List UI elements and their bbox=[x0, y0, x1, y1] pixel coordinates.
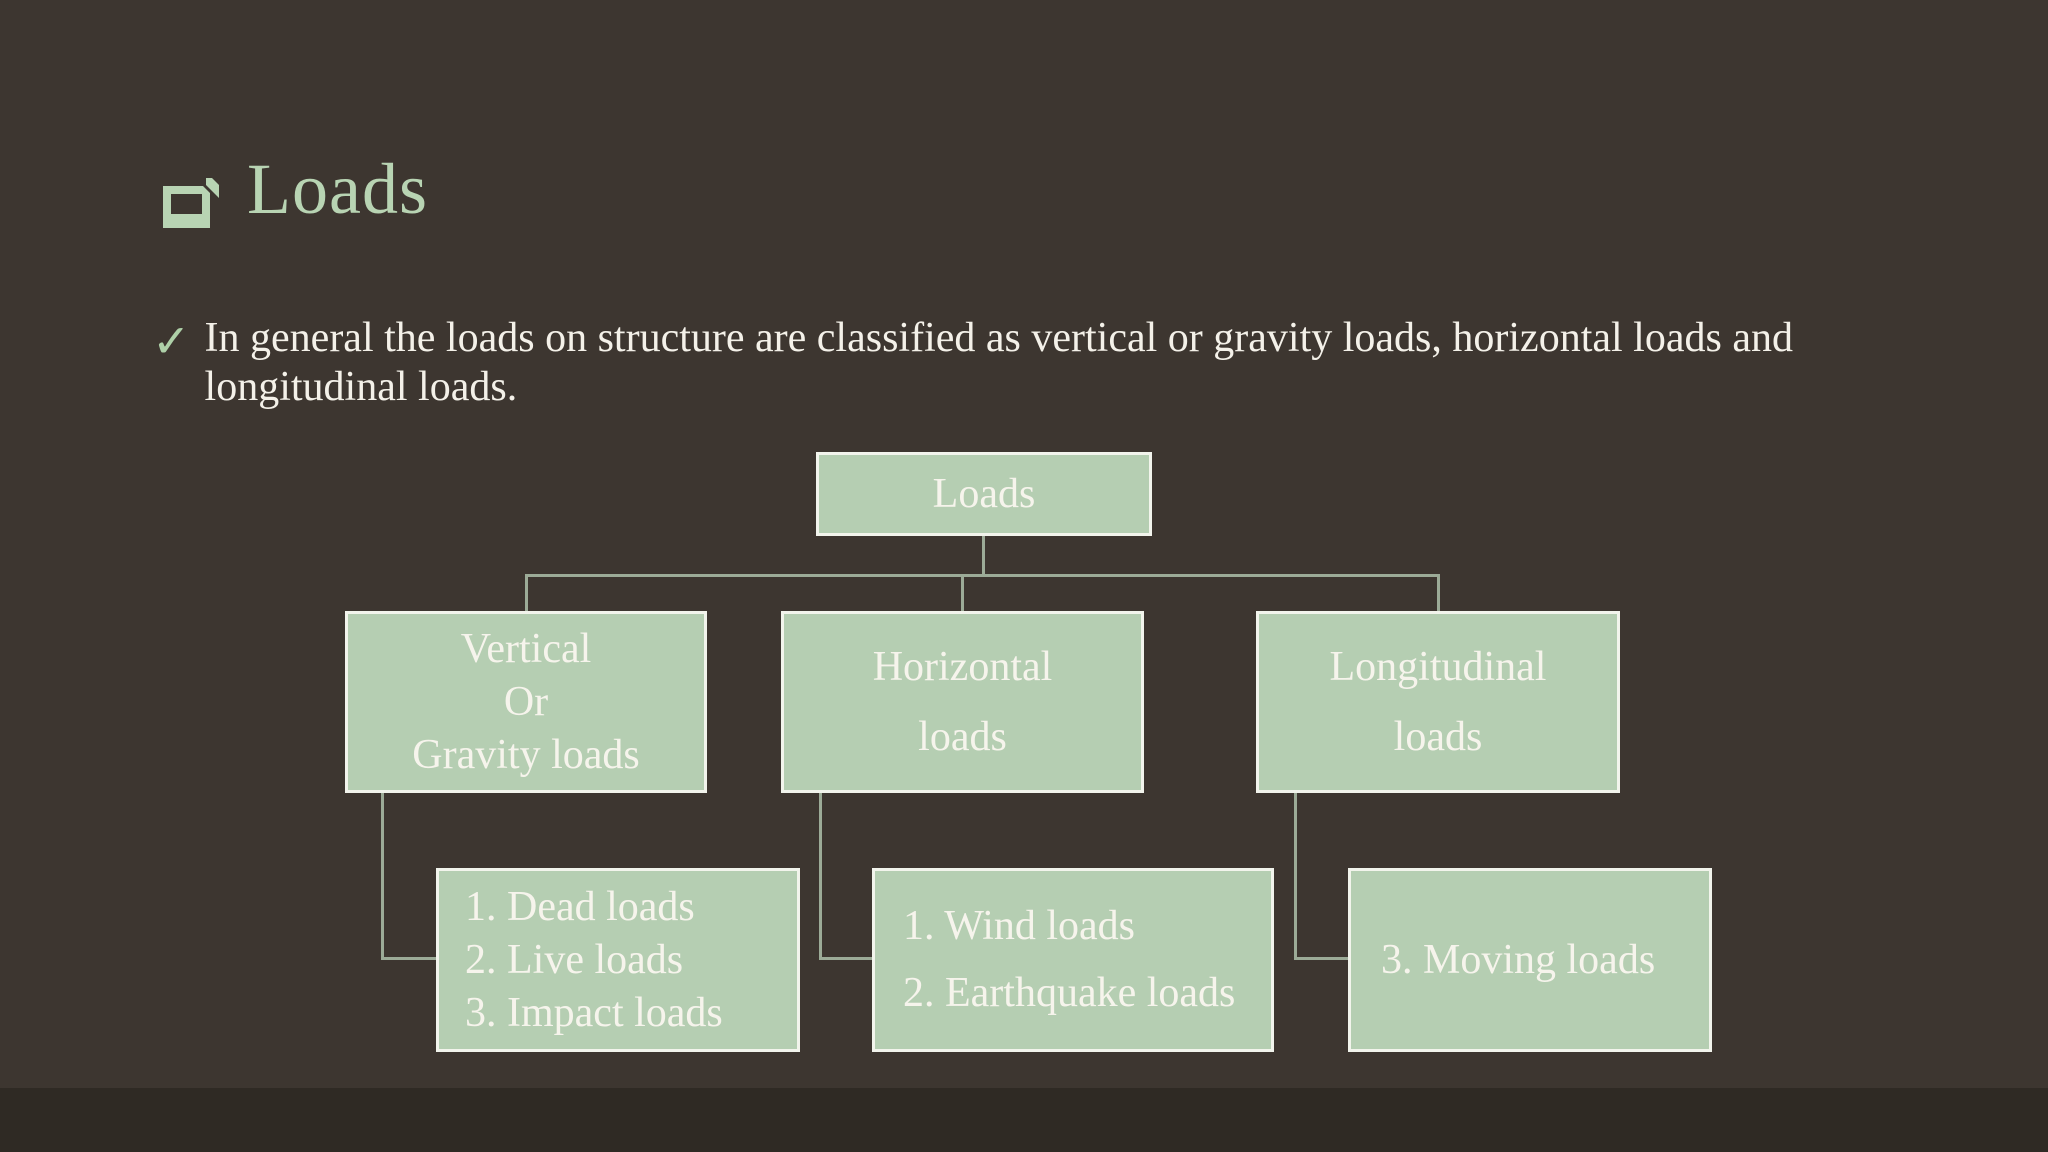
page-title: Loads bbox=[247, 149, 428, 229]
node-horizontal-loads: Horizontal loads bbox=[781, 611, 1144, 793]
node-vertical-gravity-loads: Vertical Or Gravity loads bbox=[345, 611, 707, 793]
connector-drop-horizontal bbox=[961, 574, 964, 611]
bullet-paragraph: ✓ In general the loads on structure are … bbox=[152, 314, 1793, 411]
node-list-item: 1. Dead loads bbox=[465, 884, 695, 931]
connector-drop-vertical bbox=[525, 574, 528, 611]
node-list-item: 2. Earthquake loads bbox=[903, 970, 1236, 1017]
square-bullet-icon bbox=[163, 176, 219, 241]
node-list-item: 3. Impact loads bbox=[465, 989, 723, 1036]
node-label: Loads bbox=[932, 470, 1036, 517]
bullet-text-line: longitudinal loads. bbox=[204, 363, 518, 410]
node-label: Gravity loads bbox=[412, 732, 640, 779]
node-label: Horizontal bbox=[872, 643, 1053, 690]
slide-title-row: Loads bbox=[163, 149, 428, 241]
node-label: Or bbox=[503, 678, 549, 725]
connector-elbow-gravity-h bbox=[381, 957, 436, 960]
connector-elbow-longitudinal-h bbox=[1294, 957, 1348, 960]
connector-elbow-longitudinal-v bbox=[1294, 793, 1297, 960]
connector-horizontal-bar bbox=[525, 574, 1440, 577]
node-label: loads bbox=[1393, 713, 1483, 760]
node-longitudinal-loads: Longitudinal loads bbox=[1256, 611, 1620, 793]
slide-footer-band bbox=[0, 1088, 2048, 1152]
node-gravity-load-types: 1. Dead loads 2. Live loads 3. Impact lo… bbox=[436, 868, 800, 1052]
node-label: Longitudinal bbox=[1329, 643, 1547, 690]
connector-elbow-gravity-v bbox=[381, 793, 384, 960]
node-loads: Loads bbox=[816, 452, 1152, 536]
node-list-item: 1. Wind loads bbox=[903, 903, 1136, 950]
connector-drop-longitudinal bbox=[1437, 574, 1440, 611]
node-label: loads bbox=[918, 713, 1007, 760]
node-list-item: 2. Live loads bbox=[465, 936, 684, 983]
connector-root-riser bbox=[982, 536, 985, 577]
bullet-text: In general the loads on structure are cl… bbox=[205, 314, 1793, 411]
connector-elbow-horizontal-v bbox=[819, 793, 822, 960]
node-horizontal-load-types: 1. Wind loads 2. Earthquake loads bbox=[872, 868, 1274, 1052]
connector-elbow-horizontal-h bbox=[819, 957, 872, 960]
checkmark-icon: ✓ bbox=[152, 314, 191, 368]
node-list-item: 3. Moving loads bbox=[1381, 936, 1656, 983]
node-label: Vertical bbox=[460, 625, 592, 672]
node-longitudinal-load-types: 3. Moving loads bbox=[1348, 868, 1712, 1052]
bullet-text-line: In general the loads on structure are cl… bbox=[204, 315, 1793, 361]
